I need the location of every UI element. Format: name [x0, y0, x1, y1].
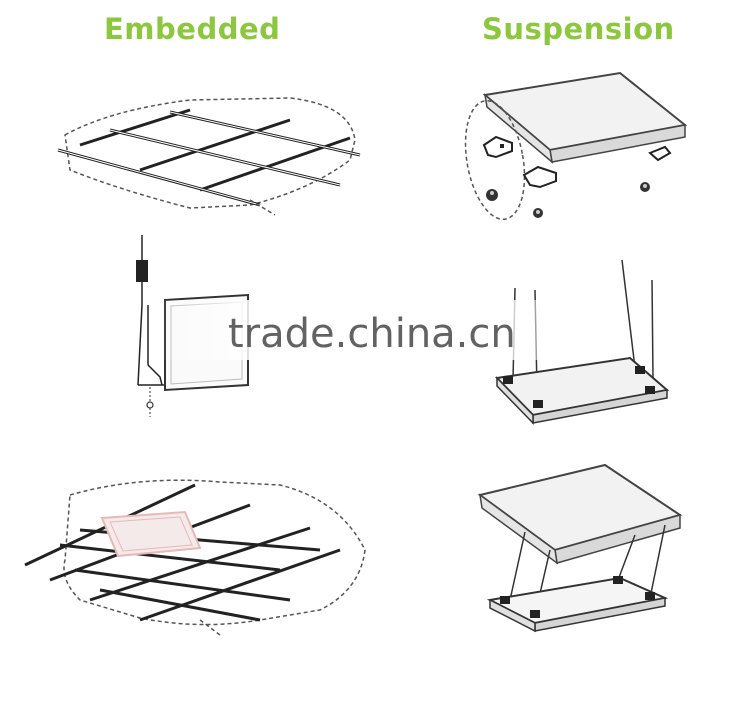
watermark-text: trade.china.cn — [228, 311, 516, 357]
embedded-installed-panel-diagram — [20, 470, 380, 640]
suspension-heading: Suspension — [482, 12, 675, 46]
suspension-bracket-diagram — [460, 65, 710, 230]
suspension-ceiling-panel-diagram — [470, 460, 690, 635]
embedded-heading: Embedded — [104, 12, 281, 46]
suspension-wire-panel-diagram — [485, 250, 685, 430]
embedded-ceiling-grid-diagram — [50, 90, 370, 220]
watermark-band — [160, 300, 590, 360]
